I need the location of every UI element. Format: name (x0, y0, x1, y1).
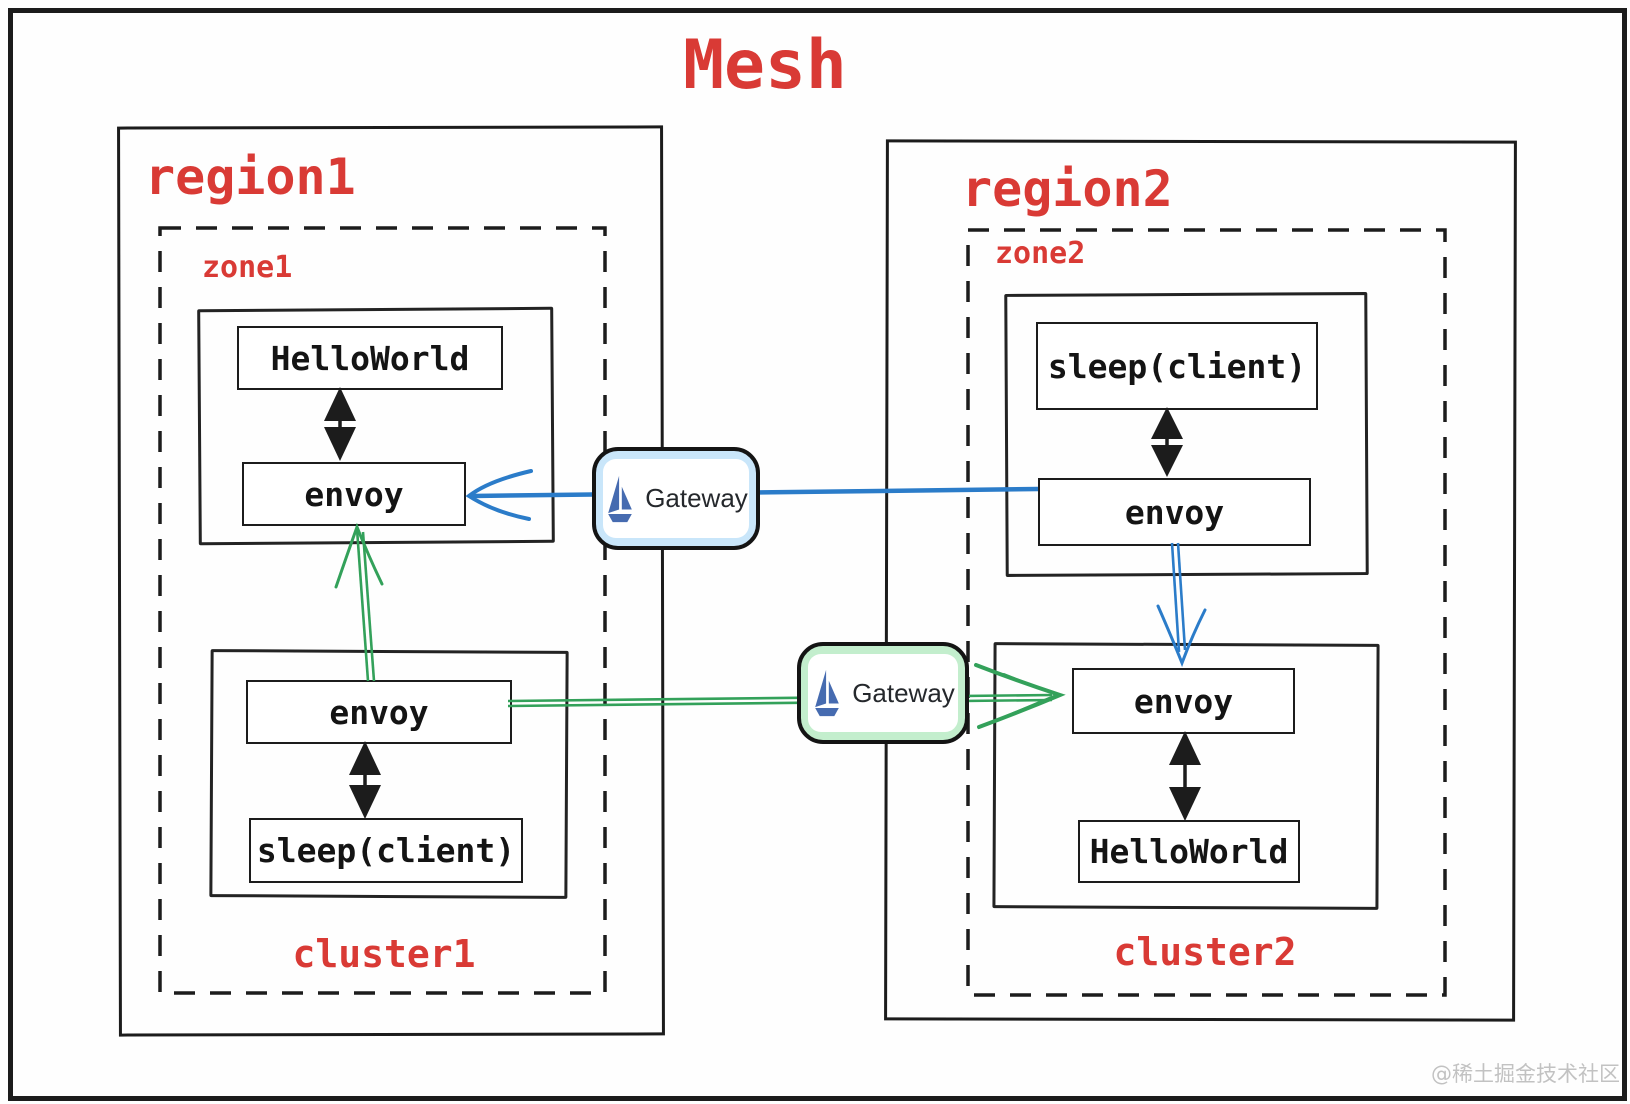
zone1-label: zone1 (202, 250, 293, 285)
region1-bottom-envoy-box: envoy (246, 680, 512, 744)
gateway-green-panel: Gateway (808, 654, 958, 732)
gateway-blue-panel: Gateway (603, 459, 749, 538)
region2-top-envoy-box: envoy (1038, 478, 1311, 546)
region2-bottom-envoy-box: envoy (1072, 668, 1295, 734)
gateway-node-blue: Gateway (592, 447, 760, 550)
region2-label: region2 (962, 160, 1173, 218)
gateway-blue-label: Gateway (645, 483, 748, 513)
zone2-label: zone2 (995, 236, 1086, 271)
region2-helloworld-box: HelloWorld (1078, 820, 1300, 883)
istio-logo-icon (815, 669, 840, 717)
region1-label: region1 (145, 148, 356, 206)
region1-helloworld-box: HelloWorld (237, 326, 503, 390)
cluster1-label: cluster1 (292, 932, 476, 976)
istio-logo-icon (608, 475, 633, 522)
region1-top-envoy-box: envoy (242, 462, 466, 526)
watermark-text: @稀土掘金技术社区 (1431, 1062, 1620, 1086)
gateway-node-green: Gateway (797, 642, 969, 744)
region1-box (117, 125, 665, 1037)
diagram-title: Mesh (683, 26, 847, 105)
gateway-green-label: Gateway (852, 677, 955, 708)
cluster2-label: cluster2 (1113, 930, 1297, 974)
outer-frame (8, 8, 1627, 1101)
region2-sleep-client-box: sleep(client) (1036, 322, 1318, 410)
region1-sleep-client-box: sleep(client) (249, 818, 523, 883)
